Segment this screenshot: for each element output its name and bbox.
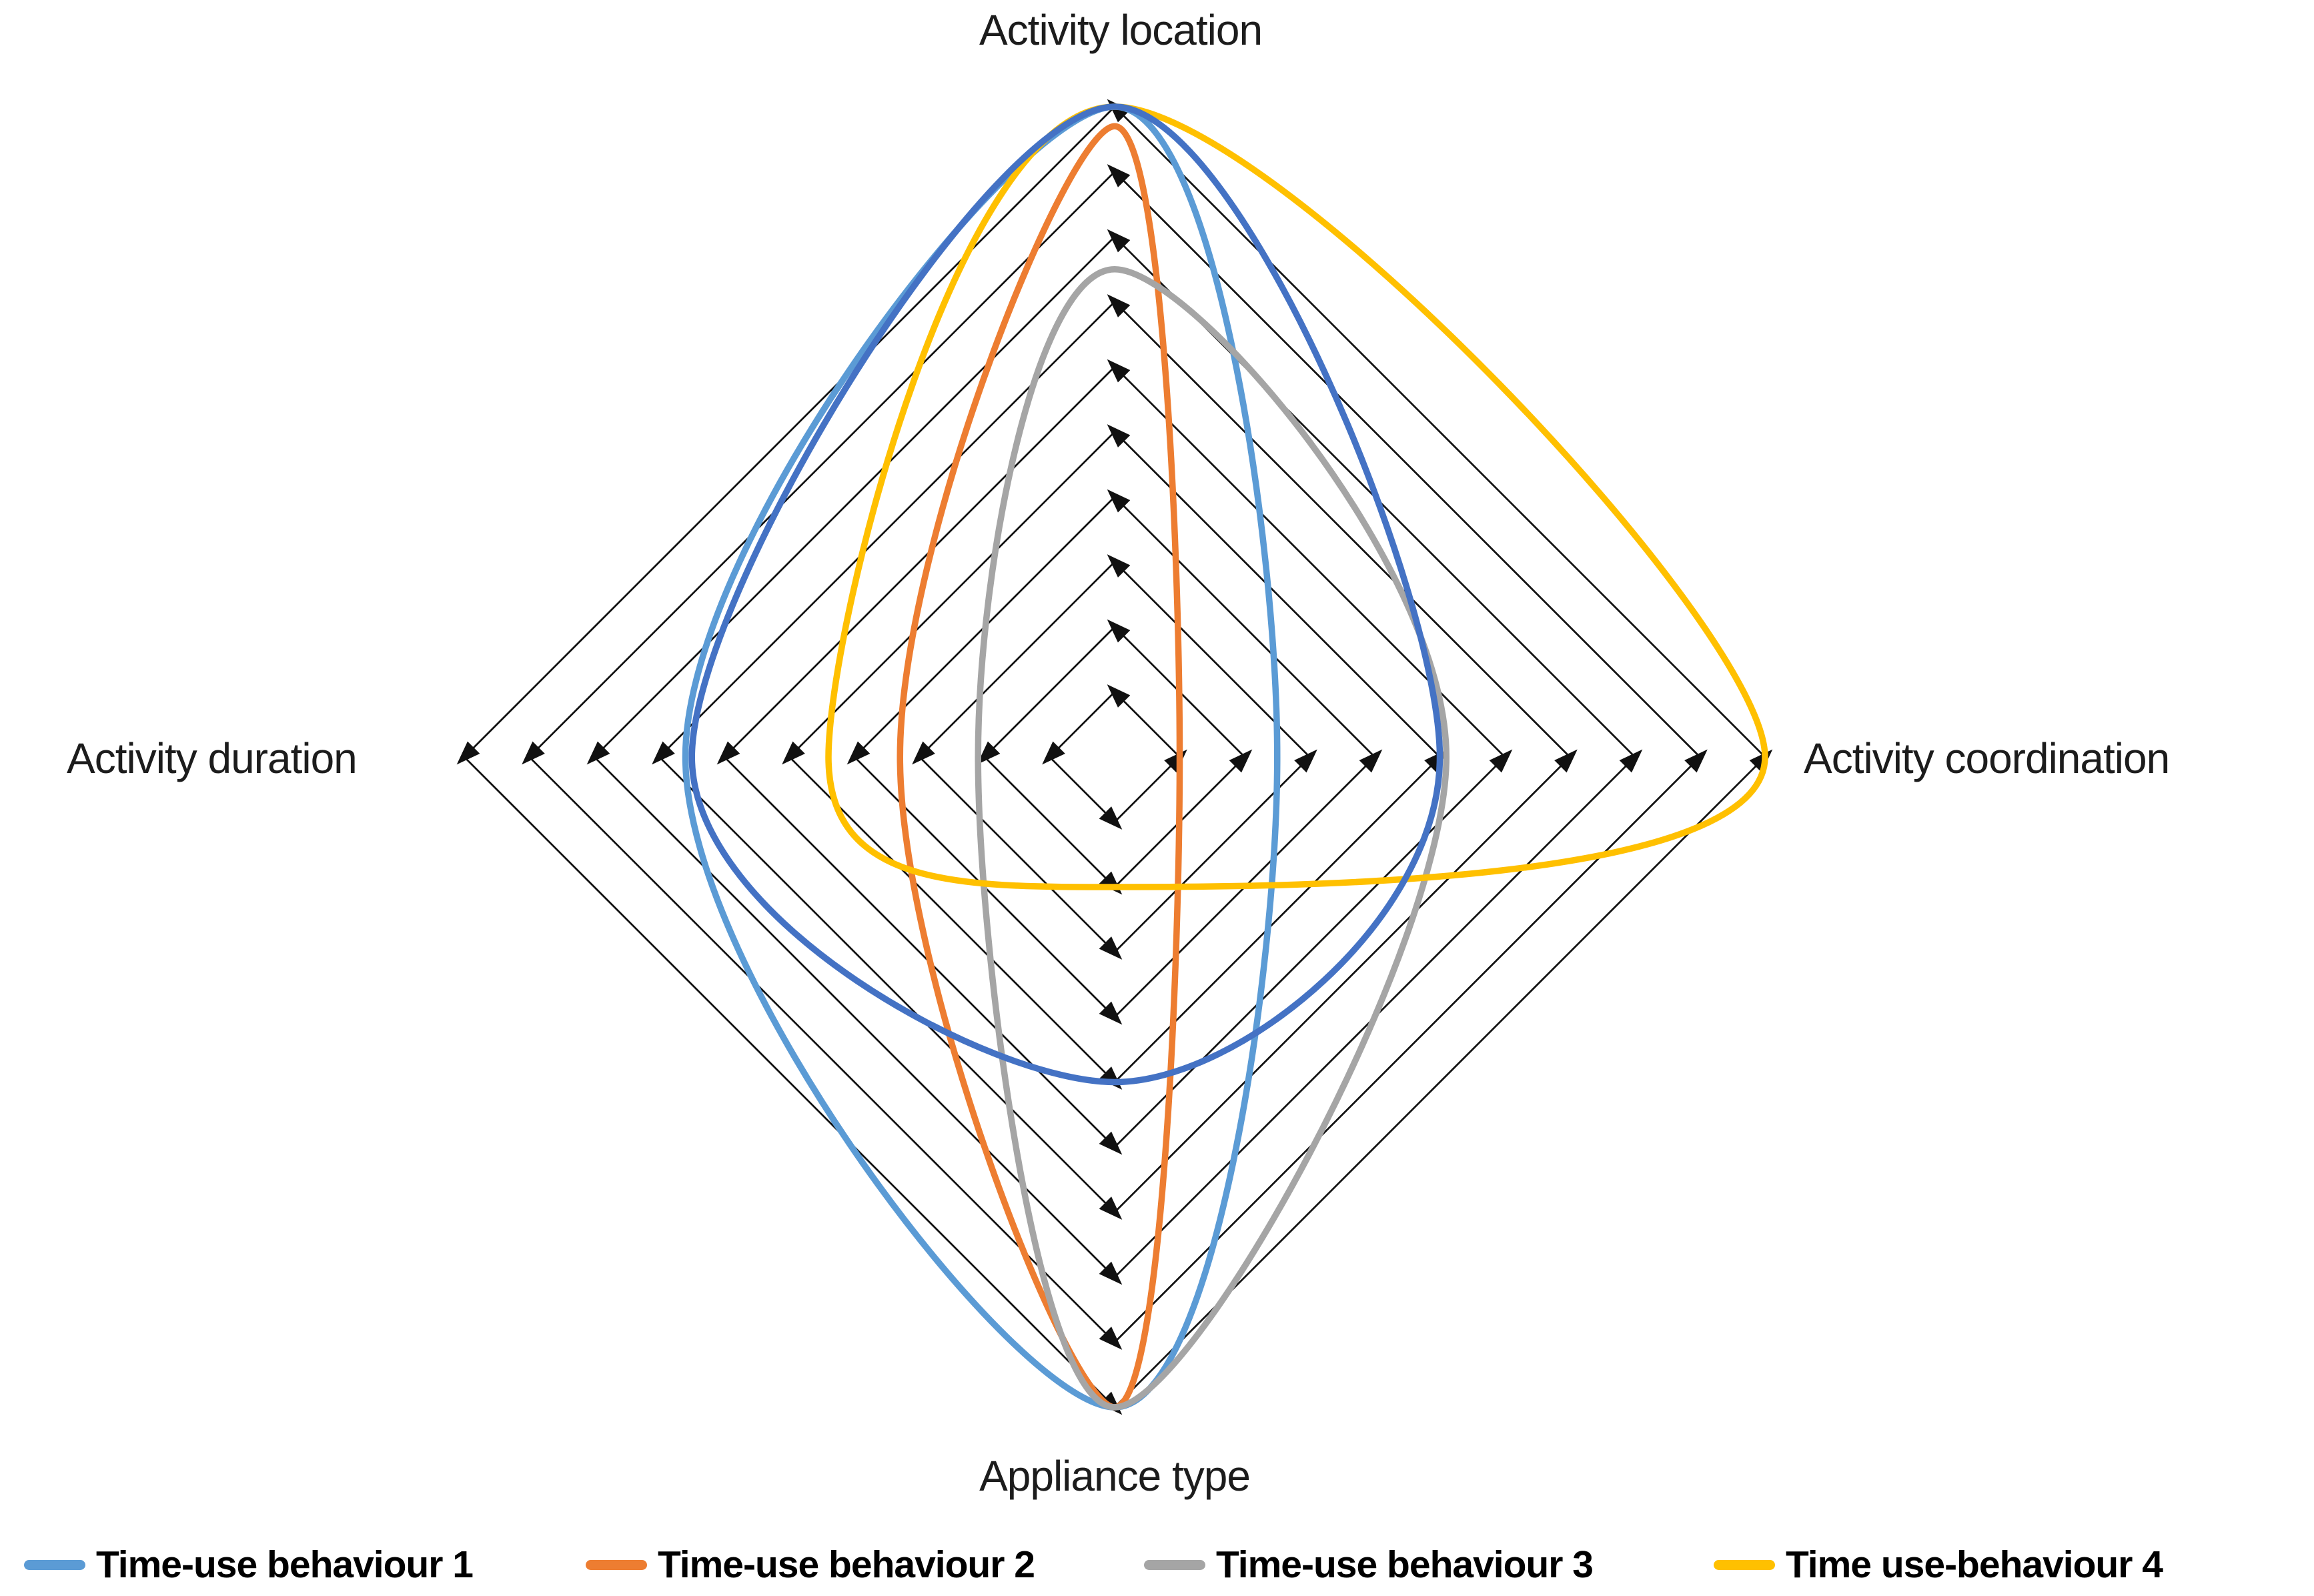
ring-corner-arrow-icon bbox=[1359, 749, 1383, 773]
legend-swatch-series-1-icon bbox=[24, 1559, 85, 1570]
legend-item-3: Time-use behaviour 3 bbox=[1144, 1539, 1594, 1590]
ring-2 bbox=[983, 626, 1246, 888]
ring-corner-arrow-icon bbox=[977, 741, 1001, 765]
ring-corner-arrow-icon bbox=[652, 741, 675, 765]
axis-label-activity-location: Activity location bbox=[979, 6, 1263, 54]
ring-corner-arrow-icon bbox=[522, 741, 545, 765]
ring-corner-arrow-icon bbox=[1107, 229, 1131, 253]
ring-corner-arrow-icon bbox=[1684, 749, 1708, 773]
ring-corner-arrow-icon bbox=[1294, 749, 1317, 773]
series-line-time-use-behaviour-2 bbox=[897, 123, 1183, 1411]
ring-corner-arrow-icon bbox=[1554, 749, 1578, 773]
legend-item-1: Time-use behaviour 1 bbox=[24, 1539, 474, 1590]
series-line-time-use-behaviour-4 bbox=[825, 103, 1768, 890]
ring-corner-arrow-icon bbox=[1107, 489, 1131, 513]
legend-item-2: Time-use behaviour 2 bbox=[586, 1539, 1035, 1590]
ring-1 bbox=[1048, 690, 1181, 824]
ring-corner-arrow-icon bbox=[1107, 554, 1131, 578]
gridline-rings bbox=[456, 99, 1773, 1415]
ring-6 bbox=[723, 365, 1506, 1148]
ring-corner-arrow-icon bbox=[1042, 741, 1065, 765]
ring-4 bbox=[853, 496, 1376, 1018]
legend-label-series-1: Time-use behaviour 1 bbox=[96, 1543, 474, 1586]
legend-label-series-2: Time-use behaviour 2 bbox=[658, 1543, 1035, 1586]
ring-corner-arrow-icon bbox=[1107, 164, 1131, 187]
axis-label-activity-duration: Activity duration bbox=[67, 734, 358, 782]
legend-label-series-4: Time use-behaviour 4 bbox=[1786, 1543, 2163, 1586]
ring-corner-arrow-icon bbox=[1619, 749, 1643, 773]
ring-corner-arrow-icon bbox=[1107, 424, 1131, 448]
ring-8 bbox=[593, 235, 1636, 1279]
axis-label-activity-coordination: Activity coordination bbox=[1804, 734, 2170, 782]
ring-corner-arrow-icon bbox=[782, 741, 805, 765]
ring-9 bbox=[528, 170, 1702, 1344]
series-line-unlabeled-5 bbox=[688, 103, 1443, 1086]
ring-corner-arrow-icon bbox=[1099, 1261, 1123, 1285]
ring-corner-arrow-icon bbox=[1107, 684, 1131, 708]
legend-swatch-series-2-icon bbox=[586, 1559, 647, 1570]
ring-corner-arrow-icon bbox=[1099, 1131, 1123, 1155]
ring-corner-arrow-icon bbox=[1099, 936, 1123, 960]
ring-corner-arrow-icon bbox=[1099, 1327, 1123, 1350]
ring-corner-arrow-icon bbox=[456, 741, 480, 765]
ring-corner-arrow-icon bbox=[1489, 749, 1513, 773]
ring-corner-arrow-icon bbox=[586, 741, 610, 765]
ring-corner-arrow-icon bbox=[1107, 294, 1131, 317]
legend-item-4: Time use-behaviour 4 bbox=[1714, 1539, 2163, 1590]
ring-corner-arrow-icon bbox=[912, 741, 935, 765]
ring-corner-arrow-icon bbox=[846, 741, 871, 765]
legend-label-series-3: Time-use behaviour 3 bbox=[1216, 1543, 1594, 1586]
ring-corner-arrow-icon bbox=[1107, 359, 1131, 383]
legend-swatch-series-4-icon bbox=[1714, 1559, 1775, 1570]
ring-corner-arrow-icon bbox=[1229, 749, 1253, 773]
ring-corner-arrow-icon bbox=[1107, 619, 1131, 643]
legend-swatch-series-3-icon bbox=[1144, 1559, 1205, 1570]
ring-corner-arrow-icon bbox=[1099, 1196, 1123, 1220]
ring-corner-arrow-icon bbox=[716, 741, 740, 765]
ring-corner-arrow-icon bbox=[1099, 1001, 1123, 1025]
axis-label-appliance-type: Appliance type bbox=[979, 1452, 1251, 1500]
ring-corner-arrow-icon bbox=[1099, 806, 1123, 830]
series-line-time-use-behaviour-3 bbox=[975, 266, 1450, 1411]
